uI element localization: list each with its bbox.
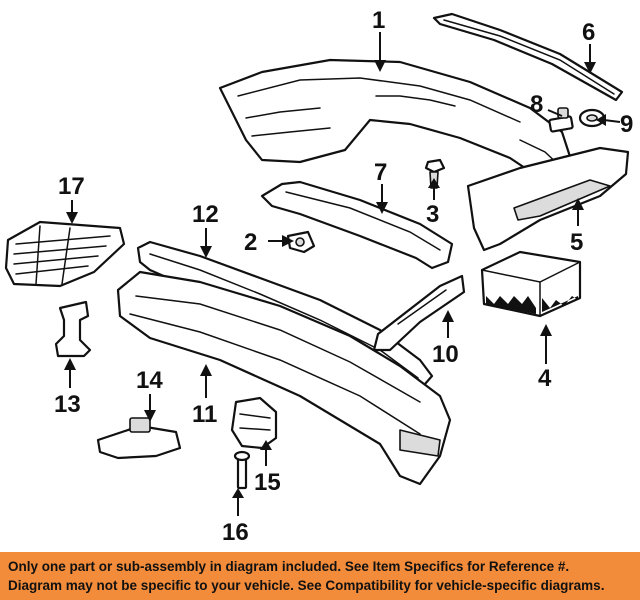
callout-10: 10 (432, 341, 459, 368)
callout-5: 5 (570, 229, 583, 256)
part-spoiler (260, 180, 454, 270)
callout-12: 12 (192, 201, 219, 228)
callout-4: 4 (538, 365, 552, 392)
callout-3: 3 (426, 201, 439, 228)
part-bumper-cover (218, 58, 577, 188)
callout-8: 8 (530, 91, 543, 118)
callout-1: 1 (372, 7, 385, 34)
disclaimer-line-2: Diagram may not be specific to your vehi… (8, 578, 605, 593)
part-post-bracket (54, 300, 92, 358)
part-grille (4, 220, 126, 288)
callout-11: 11 (192, 401, 217, 428)
disclaimer-banner: Only one part or sub-assembly in diagram… (0, 552, 640, 600)
part-energy-block (480, 250, 582, 318)
callout-16: 16 (222, 519, 249, 546)
part-bracket (286, 230, 316, 254)
callout-6: 6 (582, 19, 595, 46)
callout-9: 9 (620, 111, 633, 138)
leader-lines (64, 32, 621, 516)
callout-13: 13 (54, 391, 81, 418)
part-mount-bracket (96, 417, 182, 460)
callout-2: 2 (244, 229, 257, 256)
part-shock-mount (230, 396, 278, 450)
part-side-extension (466, 146, 630, 252)
parts-diagram: 1 6 8 9 3 7 5 2 17 12 4 10 13 11 14 15 1… (4, 7, 633, 546)
callout-17: 17 (58, 173, 85, 200)
part-impact-bar (116, 270, 452, 486)
part-side-bracket (372, 274, 466, 352)
part-long-bolt (233, 450, 251, 490)
disclaimer-line-1: Only one part or sub-assembly in diagram… (8, 559, 570, 574)
part-upper-molding (432, 12, 624, 102)
callout-15: 15 (254, 469, 281, 496)
callout-14: 14 (136, 367, 163, 394)
callout-7: 7 (374, 159, 387, 186)
